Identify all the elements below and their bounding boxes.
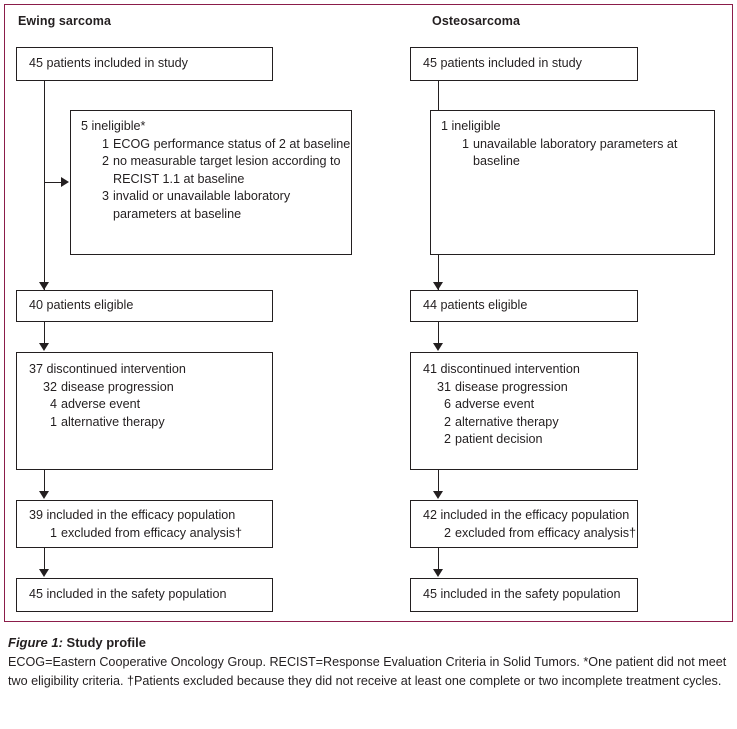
list-item-count: 1 [49,525,57,540]
box-right-efficacy: 42 included in the efficacy population 2… [410,500,638,548]
arrowhead-right-efficacy [433,491,443,499]
box-right-safety-text: 45 included in the safety population [423,587,621,601]
list-item-count: 2 [443,525,451,540]
box-left-safety: 45 included in the safety population [16,578,273,612]
arrowhead-left-ineligible [61,177,69,187]
box-left-efficacy: 39 included in the efficacy population 1… [16,500,273,548]
column-heading-osteosarcoma: Osteosarcoma [432,14,521,28]
list-item-count: 31 [436,379,451,394]
box-left-enrolled: 45 patients included in study [16,47,273,81]
list-item-count: 6 [443,397,451,411]
box-left-discontinued-list: 32 disease progression 4 adverse event 1… [35,379,272,432]
list-item-label: alternative therapy [61,414,165,429]
box-left-eligible-text: 40 patients eligible [29,298,134,312]
list-item-label: invalid or unavailable laboratory parame… [113,189,291,221]
list-item-label: disease progression [61,379,174,394]
connector-left-discontinued-to-efficacy [44,470,46,492]
connector-left-spine-top [44,81,46,290]
list-item: 2 no measurable target lesion according … [87,153,351,188]
list-item: 3 invalid or unavailable laboratory para… [87,188,351,223]
list-item-count: 4 [49,397,57,411]
list-item-label: alternative therapy [455,414,559,429]
box-left-ineligible-title: 5 ineligible* [81,119,146,133]
connector-left-ineligible-branch [44,182,62,184]
list-item-label: no measurable target lesion according to… [113,154,341,186]
box-left-discontinued: 37 discontinued intervention 32 disease … [16,352,273,470]
connector-left-efficacy-to-safety [44,548,46,570]
connector-right-eligible-to-discontinued [438,322,440,344]
arrowhead-left-eligible [39,282,49,290]
list-item: 1 excluded from efficacy analysis† [35,525,272,543]
connector-right-discontinued-to-efficacy [438,470,440,492]
column-heading-ewing-sarcoma: Ewing sarcoma [18,14,111,28]
list-item-label: excluded from efficacy analysis† [61,525,243,540]
box-right-discontinued: 41 discontinued intervention 31 disease … [410,352,638,470]
list-item-label: adverse event [455,397,535,411]
box-right-eligible-text: 44 patients eligible [423,298,528,312]
box-left-discontinued-title: 37 discontinued intervention [29,362,186,376]
arrowhead-left-discontinued [39,343,49,351]
box-left-ineligible-list: 1 ECOG performance status of 2 at baseli… [87,136,351,224]
arrowhead-right-eligible [433,282,443,290]
figure-title-text: Study profile [62,635,146,650]
list-item-count: 2 [443,414,451,429]
box-right-eligible: 44 patients eligible [410,290,638,322]
box-left-ineligible: 5 ineligible* 1 ECOG performance status … [70,110,352,255]
list-item-count: 2 [443,432,451,446]
list-item: 2 alternative therapy [429,414,637,432]
figure-number-label: Figure 1: [8,635,63,650]
list-item-count: 1 [461,136,469,151]
list-item-count: 1 [101,136,109,151]
figure-caption-title-line: Figure 1: Study profile [8,634,730,652]
list-item-label: ECOG performance status of 2 at baseline [113,136,351,151]
list-item-count: 32 [42,379,57,394]
box-left-efficacy-title: 39 included in the efficacy population [29,508,236,522]
box-right-discontinued-title: 41 discontinued intervention [423,362,580,376]
connector-left-eligible-to-discontinued [44,322,46,344]
list-item-count: 3 [101,189,109,203]
list-item-label: unavailable laboratory parameters at bas… [473,136,678,169]
arrowhead-left-efficacy [39,491,49,499]
arrowhead-right-discontinued [433,343,443,351]
list-item: 4 adverse event [35,396,272,414]
box-right-efficacy-title: 42 included in the efficacy population [423,508,630,522]
figure-caption-body: ECOG=Eastern Cooperative Oncology Group.… [8,655,727,688]
arrowhead-left-safety [39,569,49,577]
figure-caption: Figure 1: Study profile ECOG=Eastern Coo… [8,634,730,690]
box-left-eligible: 40 patients eligible [16,290,273,322]
box-right-ineligible: 1 ineligible 1 unavailable laboratory pa… [430,110,715,255]
box-right-ineligible-title: 1 ineligible [441,119,501,133]
box-right-enrolled: 45 patients included in study [410,47,638,81]
box-right-enrolled-text: 45 patients included in study [423,56,582,70]
list-item-label: patient decision [455,432,543,446]
list-item: 1 unavailable laboratory parameters at b… [447,136,714,171]
list-item: 6 adverse event [429,396,637,414]
list-item-label: adverse event [61,397,141,411]
list-item: 1 alternative therapy [35,414,272,432]
box-left-enrolled-text: 45 patients included in study [29,56,188,70]
list-item-count: 2 [101,154,109,168]
list-item-label: excluded from efficacy analysis† [455,525,637,540]
list-item: 32 disease progression [35,379,272,397]
box-right-discontinued-list: 31 disease progression 6 adverse event 2… [429,379,637,449]
list-item: 31 disease progression [429,379,637,397]
list-item: 2 excluded from efficacy analysis† [429,525,637,543]
list-item-count: 1 [49,414,57,429]
box-right-ineligible-list: 1 unavailable laboratory parameters at b… [447,136,714,171]
box-left-safety-text: 45 included in the safety population [29,587,227,601]
list-item: 1 ECOG performance status of 2 at baseli… [87,136,351,154]
list-item-label: disease progression [455,379,568,394]
box-left-efficacy-list: 1 excluded from efficacy analysis† [35,525,272,543]
connector-right-efficacy-to-safety [438,548,440,570]
list-item: 2 patient decision [429,431,637,449]
arrowhead-right-safety [433,569,443,577]
box-right-safety: 45 included in the safety population [410,578,638,612]
box-right-efficacy-list: 2 excluded from efficacy analysis† [429,525,637,543]
